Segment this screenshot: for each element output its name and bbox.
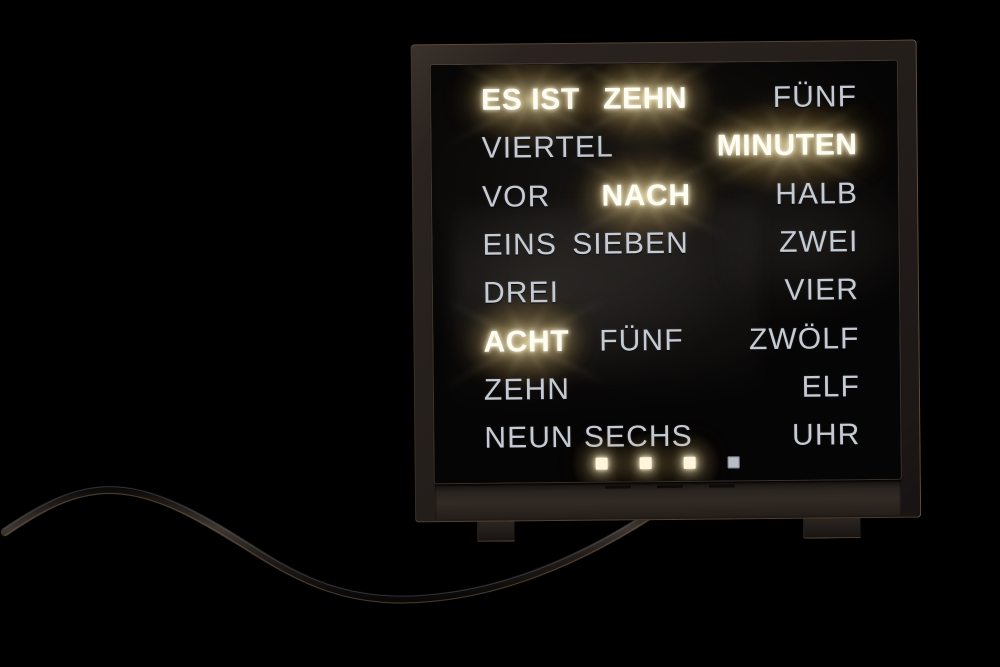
word-zwei: ZWEI <box>778 225 859 259</box>
vent-slot <box>708 484 735 488</box>
word-row: VIERTEL MINUTEN <box>449 85 901 207</box>
left-foot <box>477 520 516 542</box>
word-row: ZEHN ELF <box>452 363 882 415</box>
vent-slot <box>604 485 631 489</box>
word-row: VOR NACH HALB <box>450 135 880 257</box>
word-es-ist: ES IST <box>430 60 647 161</box>
vent-slot <box>656 484 683 489</box>
clock-glass-panel: ES IST ZEHN FÜNF VIERTEL MINUTEN VOR <box>430 60 901 484</box>
word-row: ACHT FÜNF ZWÖLF <box>430 281 881 402</box>
word-fuenf-minutes: FÜNF <box>772 80 858 115</box>
screen-rim: ES IST ZEHN FÜNF VIERTEL MINUTEN VOR <box>430 60 901 484</box>
word-fuenf-hour: FÜNF <box>599 323 684 358</box>
word-sechs: SECHS <box>583 419 693 455</box>
word-drei: DREI <box>482 276 560 311</box>
minute-dot-1 <box>595 457 608 470</box>
base-strip <box>434 479 902 521</box>
word-zehn-minutes: ZEHN <box>529 60 761 160</box>
word-row: DREI VIER <box>451 266 881 318</box>
word-clock-device: ES IST ZEHN FÜNF VIERTEL MINUTEN VOR <box>410 39 924 543</box>
word-vor: VOR <box>481 179 551 214</box>
word-acht: ACHT <box>430 281 632 402</box>
word-uhr: UHR <box>791 418 861 453</box>
word-zwoelf: ZWÖLF <box>748 321 860 356</box>
word-elf: ELF <box>801 370 861 404</box>
word-halb: HALB <box>775 176 859 211</box>
word-row: ES IST ZEHN FÜNF <box>430 60 879 161</box>
word-row: EINS SIEBEN ZWEI <box>450 218 880 270</box>
word-grid: ES IST ZEHN FÜNF VIERTEL MINUTEN VOR <box>430 60 901 483</box>
clock-bezel: ES IST ZEHN FÜNF VIERTEL MINUTEN VOR <box>410 39 922 523</box>
minute-dot-2 <box>639 457 652 470</box>
word-minuten: MINUTEN <box>636 85 901 207</box>
word-viertel: VIERTEL <box>481 130 614 166</box>
word-zehn-hour: ZEHN <box>483 372 571 407</box>
word-vier: VIER <box>784 273 860 308</box>
word-nach: NACH <box>530 135 762 257</box>
word-sieben: SIEBEN <box>572 226 690 261</box>
minute-dot-3 <box>683 456 696 469</box>
word-neun: NEUN <box>484 421 574 455</box>
right-foot <box>803 517 862 539</box>
minute-dot-4 <box>727 456 740 469</box>
word-eins: EINS <box>482 228 558 262</box>
